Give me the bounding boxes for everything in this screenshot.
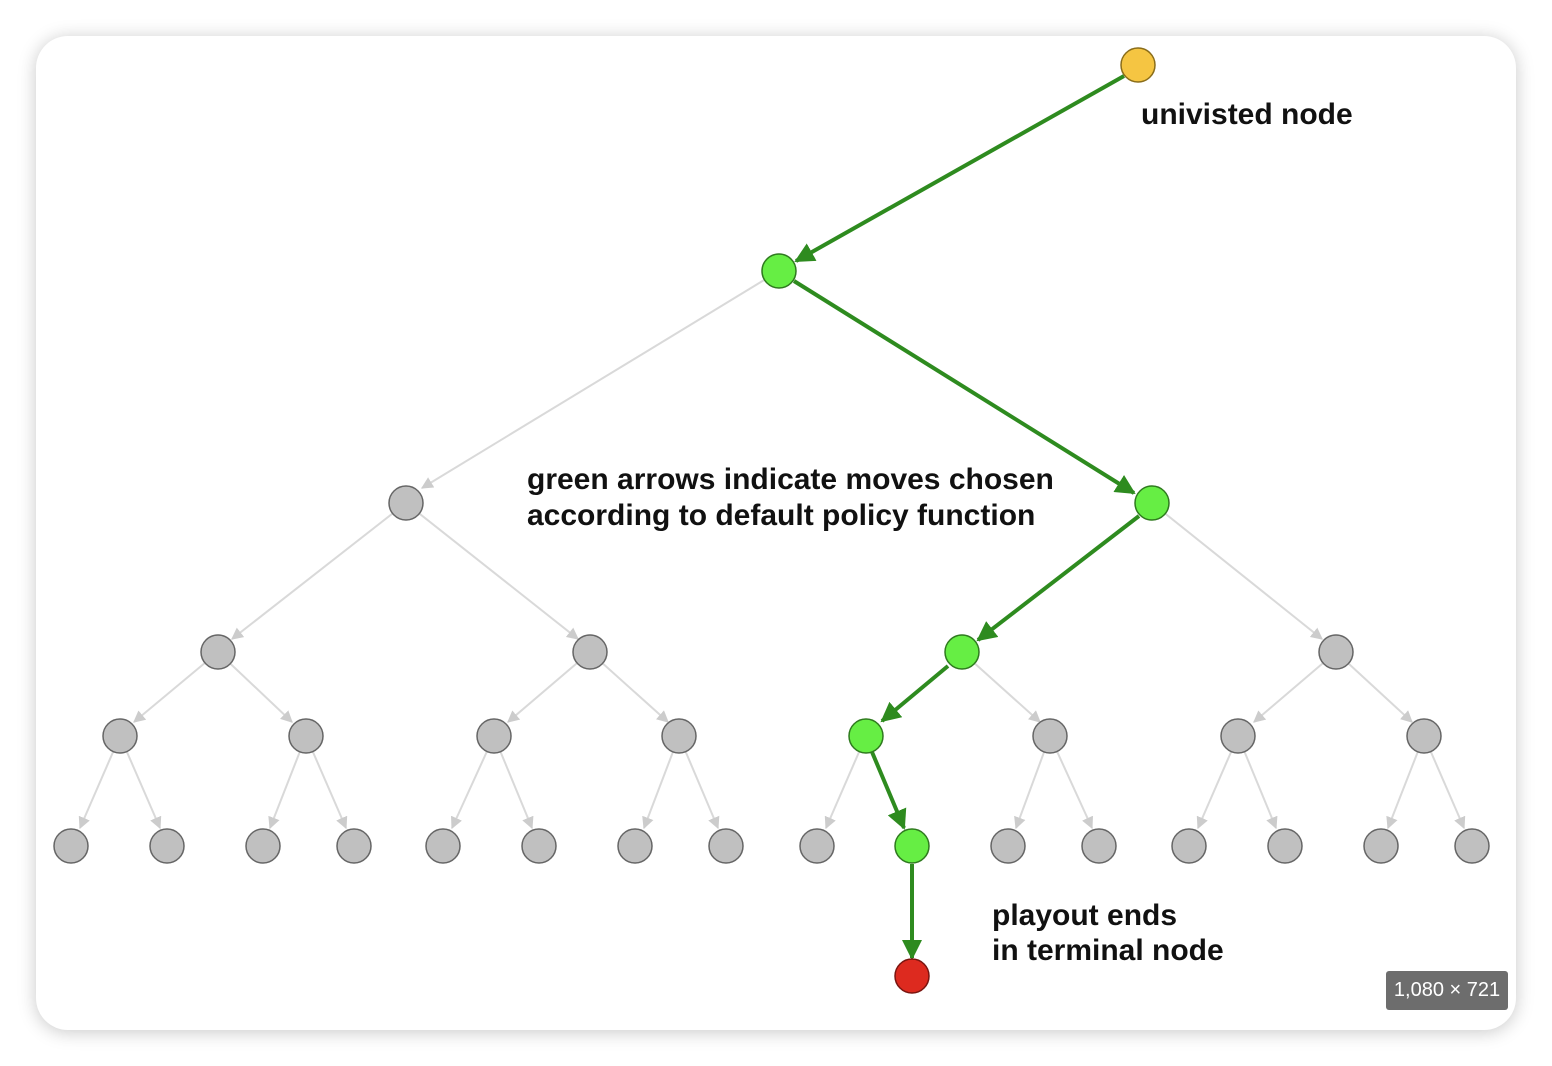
tree-node [1220, 718, 1256, 754]
unvisited-node [1120, 47, 1156, 83]
tree-node [1454, 828, 1490, 864]
nodes [53, 47, 1490, 994]
tree-node [1171, 828, 1207, 864]
tree-node [200, 634, 236, 670]
tree-node [1032, 718, 1068, 754]
tree-node [149, 828, 185, 864]
policy-caption-line1: green arrows indicate moves chosen [527, 463, 1054, 496]
chosen-node [761, 253, 797, 289]
chosen-edge [792, 279, 1136, 495]
chosen-node [894, 828, 930, 864]
tree-node [1318, 634, 1354, 670]
unvisited-node-label: univisted node [1141, 98, 1353, 131]
tree-node [245, 828, 281, 864]
tree-node [572, 634, 608, 670]
playout-caption-line2: in terminal node [992, 934, 1224, 967]
tree-node [708, 828, 744, 864]
tree-node [336, 828, 372, 864]
edge [133, 651, 219, 723]
chosen-node [944, 634, 980, 670]
image-size-badge: 1,080 × 721 [1386, 971, 1508, 1010]
tree-node [521, 828, 557, 864]
edge [231, 502, 407, 640]
chosen-node [1134, 485, 1170, 521]
playout-caption-line1: playout ends [992, 899, 1177, 932]
mcts-tree-diagram: univisted node green arrows indicate mov… [53, 47, 1490, 994]
chosen-edge [794, 74, 1125, 263]
edge [405, 502, 579, 640]
edge [1151, 502, 1323, 640]
tree-node [990, 828, 1026, 864]
tree-node [1267, 828, 1303, 864]
chosen-node [848, 718, 884, 754]
tree-node [1406, 718, 1442, 754]
edge [507, 651, 591, 723]
tree-node [53, 828, 89, 864]
chosen-edges [792, 74, 1141, 960]
tree-node [799, 828, 835, 864]
tree-node [1081, 828, 1117, 864]
edge [420, 270, 780, 489]
default-edges [78, 270, 1466, 830]
chosen-edge [870, 751, 907, 830]
tree-node [1363, 828, 1399, 864]
tree-node [617, 828, 653, 864]
diagram-card: univisted node green arrows indicate mov… [36, 36, 1516, 1030]
tree-node [388, 485, 424, 521]
terminal-node [894, 958, 930, 994]
tree-node [102, 718, 138, 754]
tree-node [425, 828, 461, 864]
tree-node [288, 718, 324, 754]
edge [1253, 651, 1337, 723]
chosen-edge [976, 514, 1141, 642]
tree-node [661, 718, 697, 754]
tree-node [476, 718, 512, 754]
chosen-edge [880, 664, 950, 723]
policy-caption-line2: according to default policy function [527, 499, 1035, 532]
